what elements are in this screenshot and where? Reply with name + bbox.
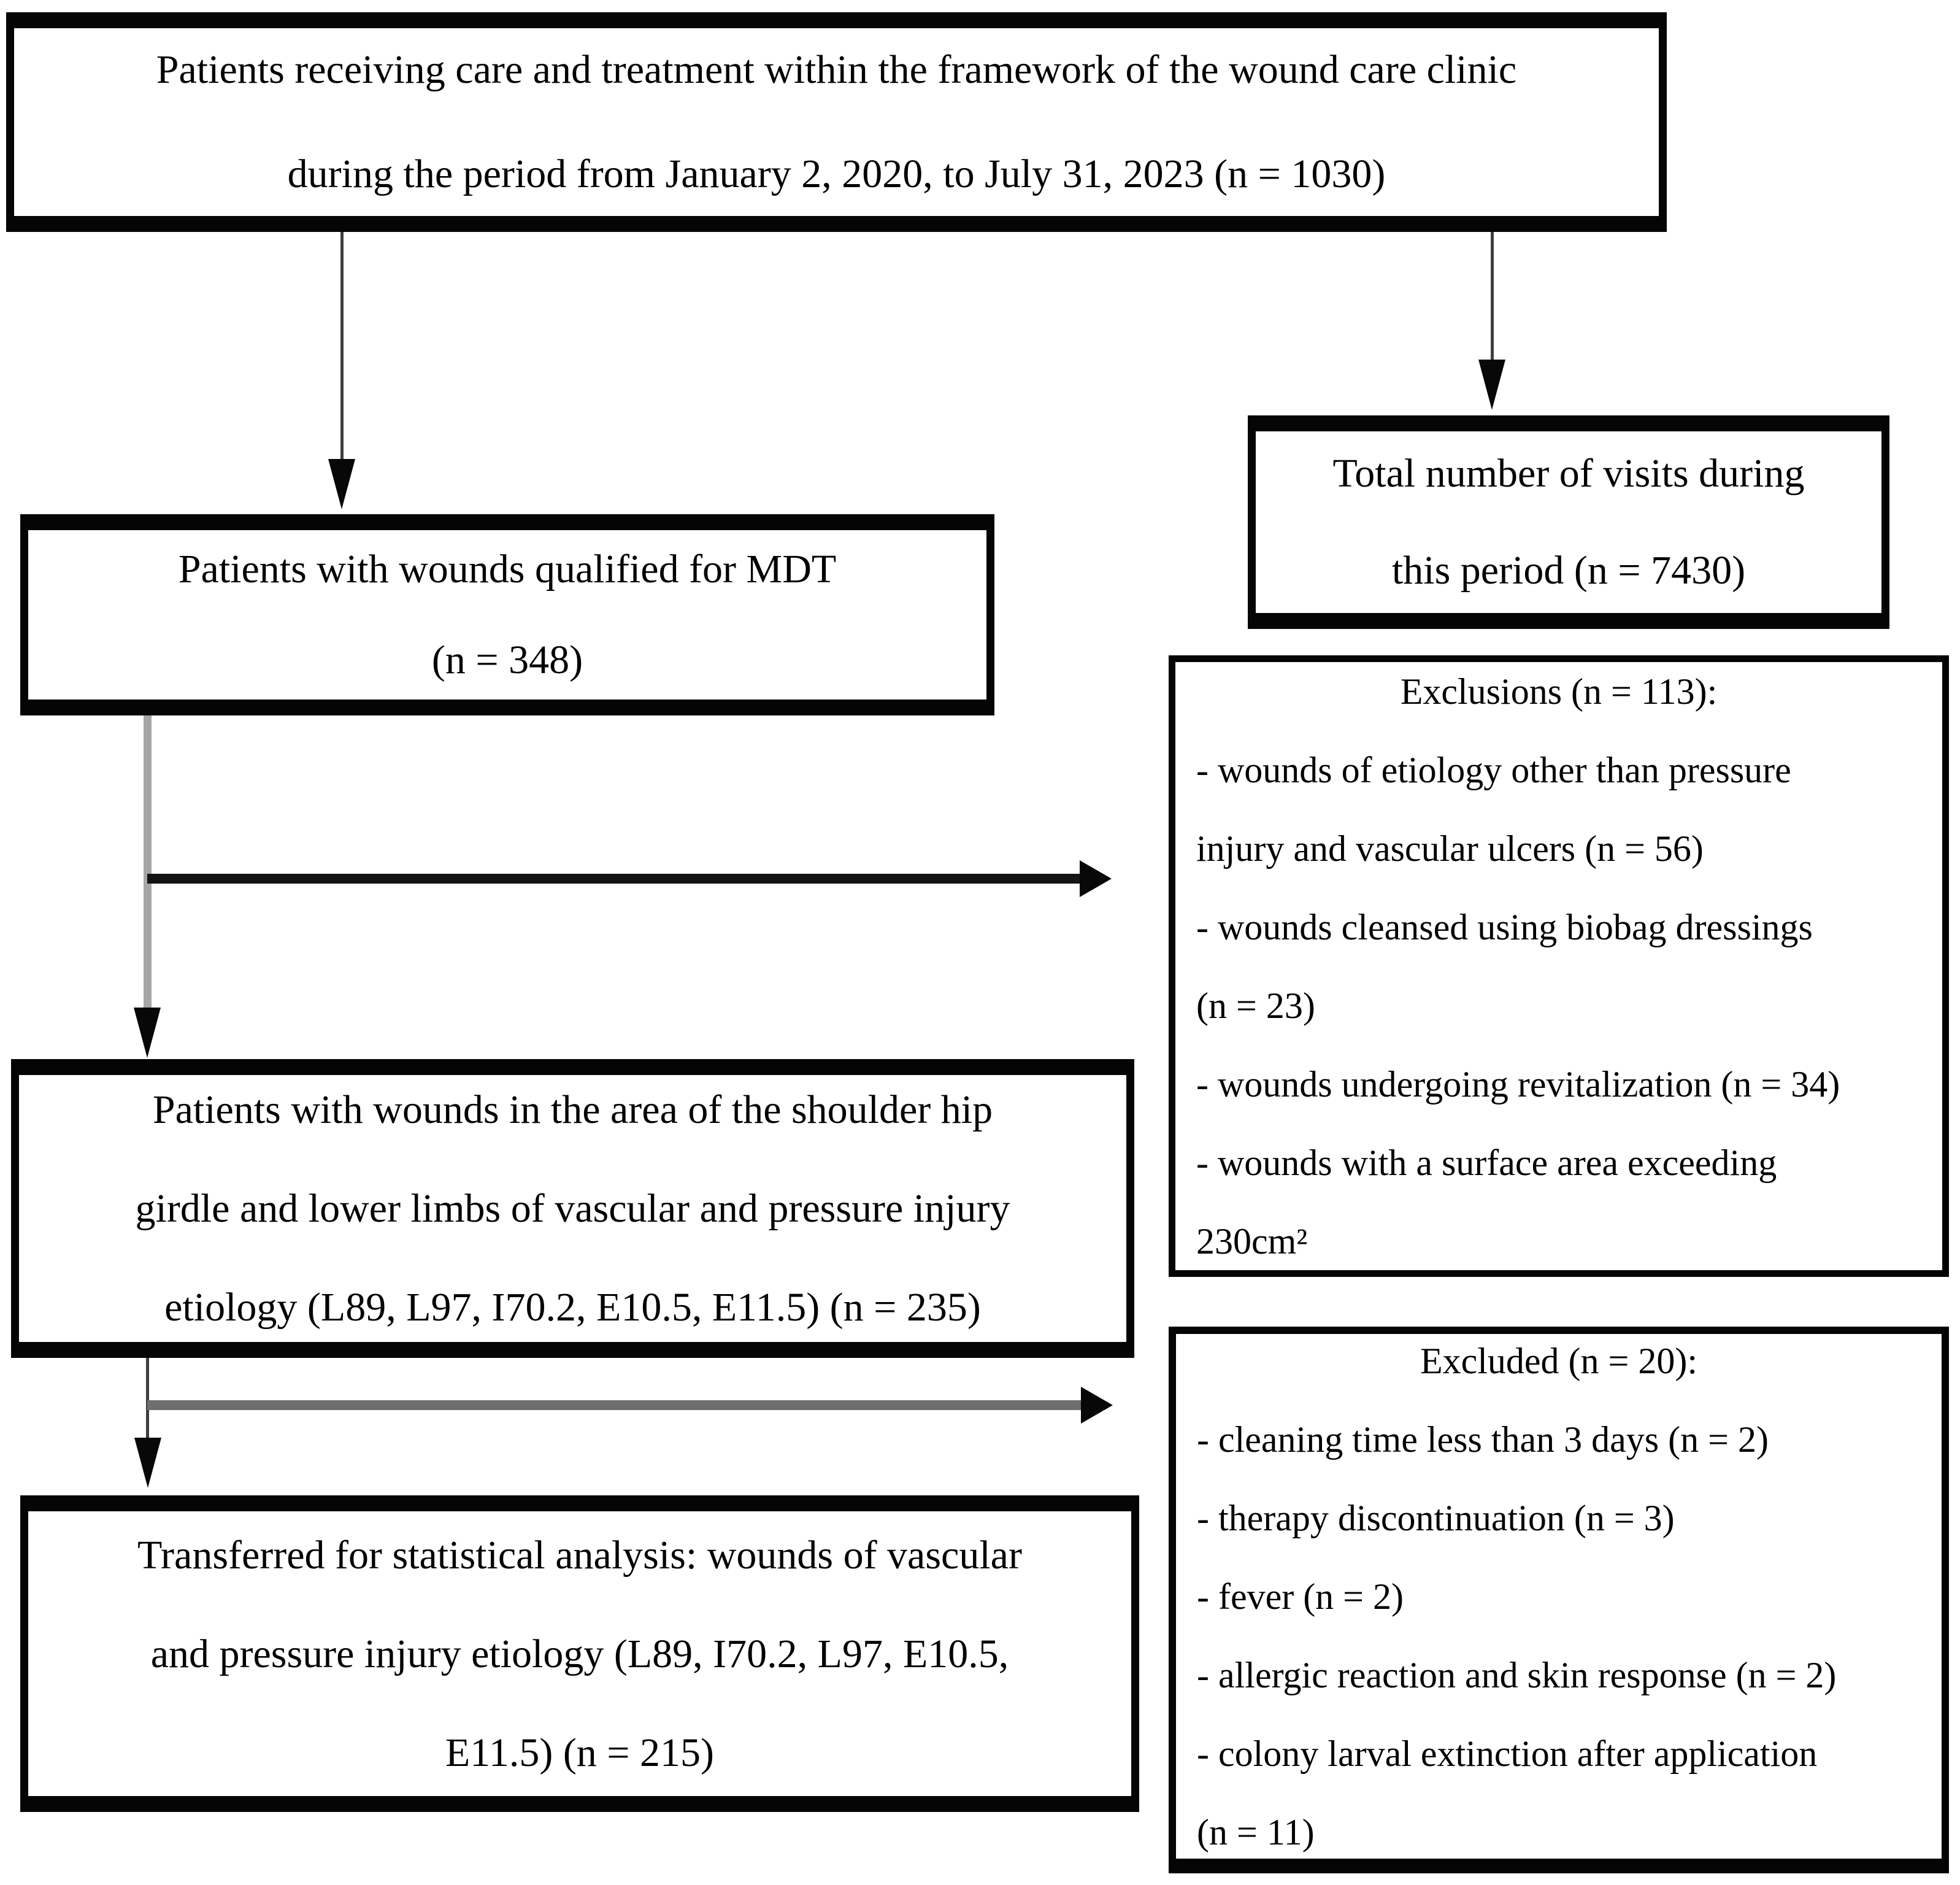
arrowhead-down-icon: [1478, 360, 1505, 410]
excluded-item-line: - cleaning time less than 3 days (n = 2): [1197, 1419, 1769, 1460]
exclusion-item-line: - wounds of etiology other than pressure: [1196, 749, 1791, 790]
box-text-line: Patients with wounds in the area of the …: [152, 1087, 993, 1132]
box-excluded: Excluded (n = 20): - cleaning time less …: [1169, 1327, 1949, 1873]
arrowhead-right-icon: [1081, 1387, 1113, 1424]
excluded-item-line: - therapy discontinuation (n = 3): [1197, 1497, 1675, 1538]
exclusion-item-line: (n = 23): [1196, 985, 1315, 1026]
exclusion-item-line: 230cm²: [1196, 1220, 1308, 1262]
exclusion-item-line: injury and vascular ulcers (n = 56): [1196, 828, 1704, 869]
box-text-line: etiology (L89, L97, I70.2, E10.5, E11.5)…: [164, 1285, 981, 1330]
box-text-line: this period (n = 7430): [1391, 548, 1746, 593]
arrowhead-right-icon: [1080, 860, 1112, 897]
exclusion-item-line: - wounds with a surface area exceeding: [1196, 1142, 1777, 1183]
box-text-line: Patients receiving care and treatment wi…: [156, 47, 1517, 92]
box-text-line: E11.5) (n = 215): [445, 1730, 715, 1775]
arrowhead-down-icon: [134, 1438, 161, 1488]
box-text-line: (n = 348): [431, 638, 583, 682]
exclusion-item-line: - wounds undergoing revitalization (n = …: [1196, 1063, 1840, 1104]
box-text-line: Total number of visits during: [1332, 451, 1805, 496]
box-text-line: girdle and lower limbs of vascular and p…: [135, 1186, 1010, 1231]
excluded-item-line: - colony larval extinction after applica…: [1197, 1733, 1818, 1774]
box-exclusions: Exclusions (n = 113): - wounds of etiolo…: [1169, 655, 1949, 1277]
box-area-etiology: Patients with wounds in the area of the …: [11, 1059, 1134, 1358]
box-text-line: and pressure injury etiology (L89, I70.2…: [150, 1631, 1009, 1676]
box-qualified-mdt: Patients with wounds qualified for MDT (…: [20, 514, 994, 715]
arrowhead-down-icon: [134, 1008, 161, 1058]
connector-source-to-qualified: [340, 232, 344, 460]
box-text-line: Transferred for statistical analysis: wo…: [137, 1532, 1022, 1578]
excluded-title: Excluded (n = 20):: [1420, 1340, 1698, 1381]
connector-area-to-transferred: [146, 1358, 149, 1439]
box-text-line: during the period from January 2, 2020, …: [287, 152, 1386, 196]
connector-branch-to-excluded: [147, 1400, 1081, 1410]
connector-qualified-to-area: [144, 715, 152, 1009]
exclusion-item-line: - wounds cleansed using biobag dressings: [1196, 906, 1813, 947]
box-text-line: Patients with wounds qualified for MDT: [178, 547, 837, 592]
excluded-item-line: - allergic reaction and skin response (n…: [1197, 1654, 1837, 1695]
connector-source-to-visits: [1491, 232, 1494, 360]
box-transferred-analysis: Transferred for statistical analysis: wo…: [20, 1495, 1139, 1812]
box-source-population: Patients receiving care and treatment wi…: [6, 12, 1667, 232]
arrowhead-down-icon: [328, 459, 355, 509]
excluded-item-line: (n = 11): [1197, 1811, 1315, 1852]
box-total-visits: Total number of visits during this perio…: [1248, 415, 1889, 629]
excluded-item-line: - fever (n = 2): [1197, 1576, 1404, 1617]
connector-branch-to-exclusions: [147, 874, 1081, 884]
exclusions-title: Exclusions (n = 113):: [1400, 671, 1718, 712]
